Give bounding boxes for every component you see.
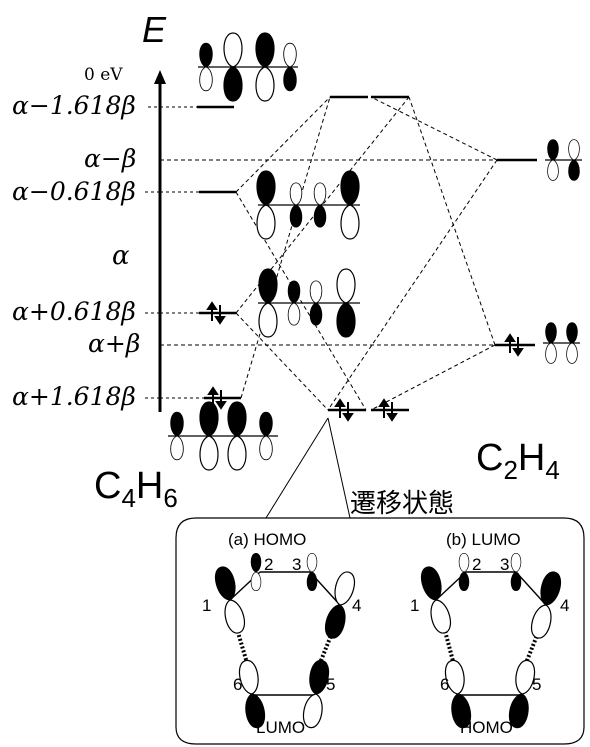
orbital-ethylene-pi-icon	[543, 322, 580, 364]
level-label-a+b: α+β	[88, 329, 140, 358]
electron-pairs	[206, 301, 524, 422]
panel-a-atom-numbers: 1 2 3 4 5 6	[202, 555, 361, 694]
panel-b-atom-numbers: 1 2 3 4 5 6	[410, 555, 569, 694]
energy-axis-label: E	[142, 9, 167, 50]
formula-c4h6: C4H6	[94, 465, 178, 513]
panel-a-bottom-label: LUMO	[256, 718, 305, 737]
atom-number-2-a: 2	[264, 555, 273, 574]
atom-number-6-a: 6	[233, 675, 242, 694]
level-label-a-0618b: α−0.618β	[12, 177, 136, 206]
label-leaders	[145, 106, 160, 399]
orbital-psi3-icon	[256, 170, 360, 240]
atom-number-6-b: 6	[440, 675, 449, 694]
panel-b-bottom-label: HOMO	[460, 718, 513, 737]
butadiene-levels	[197, 105, 241, 400]
level-label-a-b: α−β	[84, 144, 136, 173]
panel-b-title: (b) LUMO	[446, 530, 521, 549]
atom-number-4-b: 4	[560, 596, 569, 615]
orbital-ethylene-pistar-icon	[545, 139, 582, 181]
correlation-lines	[160, 96, 498, 411]
level-lines	[328, 95, 537, 412]
orbital-psi4-icon	[198, 32, 298, 102]
zero-ev-label: 0 eV	[84, 65, 123, 85]
atom-number-5-a: 5	[326, 675, 335, 694]
panel-a-title: (a) HOMO	[228, 530, 306, 549]
energy-axis	[154, 70, 166, 412]
atom-number-1-a: 1	[202, 596, 211, 615]
transition-state-panel	[175, 517, 585, 745]
alpha-label: α	[112, 241, 130, 271]
transition-state-label: 遷移状態	[350, 488, 454, 518]
atom-number-1-b: 1	[410, 596, 419, 615]
level-label-a-1618b: α−1.618β	[12, 91, 136, 120]
formula-c2h4: C2H4	[476, 437, 560, 485]
butadiene-level-dashes	[160, 106, 204, 399]
orbital-psi1-icon	[168, 401, 278, 471]
atom-number-4-a: 4	[352, 596, 361, 615]
level-label-a+1618b: α+1.618β	[12, 382, 136, 411]
atom-number-3-a: 3	[292, 555, 301, 574]
atom-number-3-b: 3	[500, 555, 509, 574]
atom-number-5-b: 5	[532, 675, 541, 694]
orbital-psi2-icon	[258, 268, 360, 338]
level-label-a+0618b: α+0.618β	[12, 297, 136, 326]
callout-lines	[265, 417, 351, 519]
atom-number-2-b: 2	[472, 555, 481, 574]
